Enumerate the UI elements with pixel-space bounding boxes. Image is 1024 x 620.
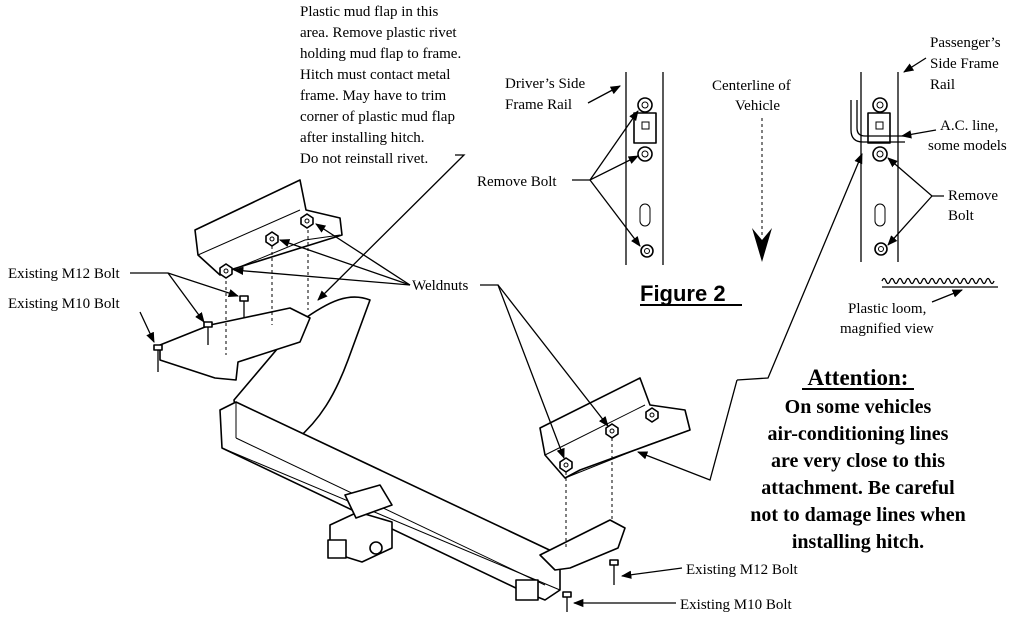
ac-line-label-2: some models (928, 138, 1007, 154)
drivers-rail-label-1: Driver’s Side (505, 76, 585, 92)
note-line-2: area. Remove plastic rivet (300, 25, 457, 41)
leader-remove-bolt-r2 (887, 195, 933, 246)
plastic-loom (881, 277, 995, 285)
drivers-frame-rail (625, 72, 664, 265)
mud-flap-note: Plastic mud flap in this area. Remove pl… (300, 4, 461, 167)
label-existing-m10-left: Existing M10 Bolt (8, 296, 121, 312)
right-bracket-plate (539, 519, 626, 571)
weldnut-right-3 (645, 407, 659, 423)
remove-bolt-right-label-2: Bolt (948, 208, 975, 224)
leader-m10-left (139, 311, 155, 343)
ac-line-shape (850, 100, 905, 143)
note-line-8: Do not reinstall rivet. (300, 151, 428, 167)
passengers-rail-label-3: Rail (930, 77, 955, 93)
attention-line-4: attachment. Be careful (761, 477, 955, 499)
leader-remove-bolt-l2 (589, 110, 639, 181)
label-existing-m12-right: Existing M12 Bolt (686, 562, 799, 578)
note-line-1: Plastic mud flap in this (300, 4, 438, 20)
passengers-rail-bolt-top (872, 97, 888, 113)
bolt-m12-right (609, 559, 619, 585)
leader-remove-bolt-l3 (589, 179, 641, 247)
leader-m12-left-b (167, 272, 205, 323)
left-channel-bracket (194, 179, 343, 276)
leader-drivers-rail (587, 85, 621, 104)
plastic-loom-label-1: Plastic loom, (848, 301, 926, 317)
centerline-label-1: Centerline of (712, 78, 791, 94)
leader-remove-bolt-l1 (572, 155, 639, 181)
bolt-m12-left-b (203, 321, 213, 345)
remove-bolt-right-label-1: Remove (948, 188, 998, 204)
drivers-rail-bracket (633, 112, 657, 144)
passengers-rail-label-2: Side Frame (930, 56, 999, 72)
leader-m12-left-a (130, 272, 239, 298)
weldnut-left-1 (219, 263, 233, 279)
ac-line-label-1: A.C. line, (940, 118, 998, 134)
note-line-4: Hitch must contact metal (300, 67, 450, 83)
attention-line-1: On some vehicles (785, 396, 932, 418)
weldnut-right-2 (605, 423, 619, 439)
label-existing-m10-right: Existing M10 Bolt (680, 597, 793, 613)
leader-ac-line (900, 129, 937, 139)
bolt-m10-right (562, 591, 572, 612)
attention-box: Attention: On some vehicles air-conditio… (750, 365, 966, 553)
mud-flap-leader (317, 154, 466, 301)
leader-passengers-rail (903, 57, 927, 73)
bolt-m10-left (153, 344, 163, 372)
drivers-rail-bolt-mid (637, 146, 653, 162)
weldnut-left-3 (300, 213, 314, 229)
weldnut-right-1 (559, 457, 573, 473)
bolt-m12-left-a (239, 295, 249, 318)
drivers-rail-bolt-low (640, 244, 654, 258)
leader-ac-to-attention (736, 153, 863, 381)
leader-m12-right (620, 567, 683, 579)
attention-line-6: installing hitch. (792, 531, 924, 553)
drivers-rail-label-2: Frame Rail (505, 97, 572, 113)
note-line-3: holding mud flap to frame. (300, 46, 461, 62)
remove-bolt-left-label: Remove Bolt (477, 174, 557, 190)
receiver-mount (344, 484, 393, 519)
leader-remove-bolt-r1 (887, 157, 944, 197)
attention-line-5: not to damage lines when (750, 504, 966, 526)
plastic-loom-label-2: magnified view (840, 321, 934, 337)
attention-line-3: are very close to this (771, 450, 945, 472)
drivers-rail-bolt-top (637, 97, 653, 113)
note-line-7: after installing hitch. (300, 130, 425, 146)
note-line-5: frame. May have to trim (300, 88, 447, 104)
hitch-drawing (153, 179, 691, 612)
note-line-6: corner of plastic mud flap (300, 109, 455, 125)
leader-attention-to-bracket (637, 379, 738, 481)
leader-weldnut-r2 (497, 284, 609, 427)
leader-weldnut-l3 (315, 223, 411, 286)
label-weldnuts: Weldnuts (412, 278, 468, 294)
weldnut-left-2 (265, 231, 279, 247)
figure-2-title: Figure 2 (640, 281, 726, 306)
passengers-rail-bolt-mid (872, 146, 888, 162)
leader-plastic-loom (931, 289, 963, 303)
drivers-rail-slot (639, 203, 651, 227)
passengers-rail-bolt-low (874, 242, 888, 256)
figure-2: Driver’s Side Frame Rail Centerline of V… (477, 35, 1007, 337)
left-bracket-plate (159, 307, 311, 381)
centerline-label-2: Vehicle (735, 98, 780, 114)
passengers-rail-label-1: Passenger’s (930, 35, 1001, 51)
label-existing-m12-left: Existing M12 Bolt (8, 266, 121, 282)
centerline-arrow (752, 228, 772, 262)
leader-weldnut-l2 (279, 239, 411, 286)
attention-title: Attention: (808, 365, 909, 390)
leader-weldnut-l1 (232, 266, 411, 286)
passengers-rail-bracket (867, 112, 891, 144)
attention-line-2: air-conditioning lines (768, 423, 949, 445)
passengers-rail-slot (874, 203, 886, 227)
